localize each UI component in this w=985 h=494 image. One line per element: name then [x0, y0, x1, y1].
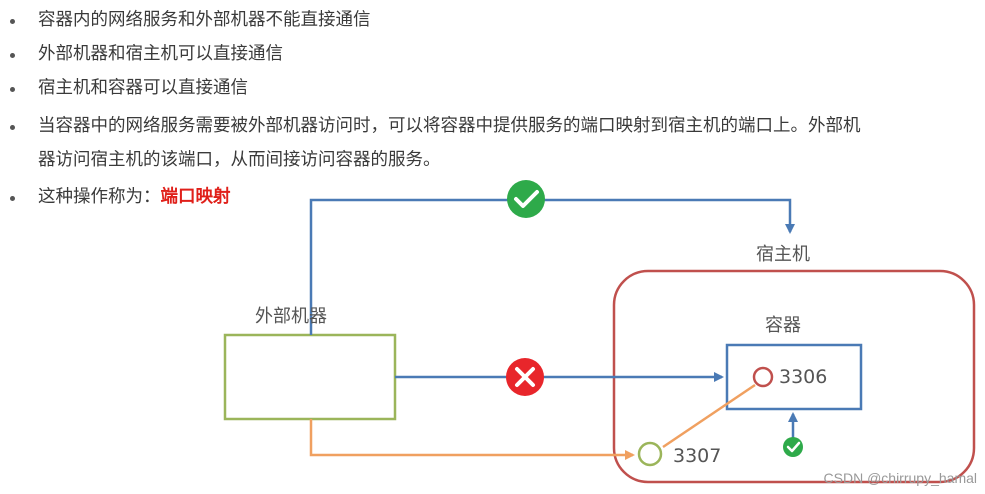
port-mapping-line — [662, 383, 756, 449]
bullet-dot — [10, 87, 15, 92]
container-port-circle — [752, 366, 774, 388]
container-port-label: 3306 — [779, 366, 828, 388]
check-icon — [507, 180, 545, 218]
container-label: 容器 — [765, 315, 801, 336]
bullet-3: 宿主机和容器可以直接通信 — [38, 78, 248, 98]
bullet-dot — [10, 196, 15, 201]
bullet-4-line-1: 当容器中的网络服务需要被外部机器访问时，可以将容器中提供服务的端口映射到宿主机的… — [38, 116, 861, 136]
bullet-5-prefix: 这种操作称为： — [38, 187, 161, 207]
bullet-dot — [10, 125, 15, 130]
cross-icon — [506, 358, 544, 396]
container-box — [725, 343, 863, 411]
bullet-1: 容器内的网络服务和外部机器不能直接通信 — [38, 10, 371, 30]
bullet-dot — [10, 19, 15, 24]
check-icon — [783, 437, 803, 457]
bullet-5: 这种操作称为：端口映射 — [38, 186, 231, 208]
external-machine-box — [223, 333, 397, 421]
external-to-host-line — [309, 198, 795, 335]
host-port-label: 3307 — [673, 445, 722, 467]
host-label: 宿主机 — [756, 244, 810, 265]
port-mapping-term: 端口映射 — [160, 187, 231, 207]
host-port-circle — [637, 441, 663, 467]
external-to-host-port-line — [309, 419, 635, 460]
watermark: CSDN @chirrupy_hamal — [823, 470, 977, 486]
bullet-2: 外部机器和宿主机可以直接通信 — [38, 44, 283, 64]
bullet-4-line-2: 器访问宿主机的该端口，从而间接访问容器的服务。 — [38, 150, 441, 170]
bullet-dot — [10, 53, 15, 58]
external-machine-label: 外部机器 — [255, 306, 327, 327]
